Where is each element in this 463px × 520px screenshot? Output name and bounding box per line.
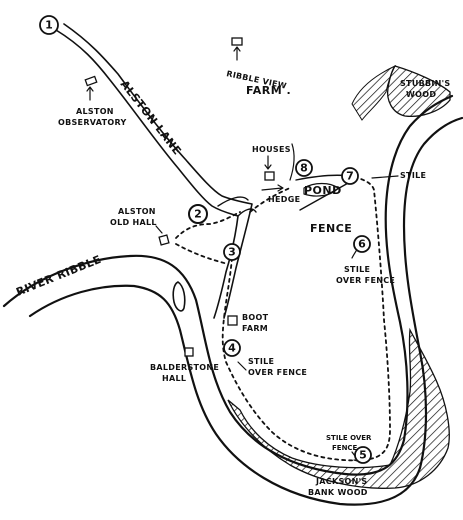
balderstone-hall-building bbox=[184, 347, 194, 357]
svg-text:5: 5 bbox=[359, 449, 367, 462]
stile-over-fence-bottom-label-2: FENCE bbox=[332, 444, 358, 452]
waypoint-5: 5 bbox=[354, 446, 372, 464]
jacksons-bank-wood-area bbox=[227, 327, 450, 489]
jacksons-bank-wood-label-1: JACKSON'S bbox=[315, 477, 367, 486]
waypoint-3: 3 bbox=[223, 243, 241, 261]
pond-label: POND bbox=[304, 184, 342, 197]
svg-text:4: 4 bbox=[228, 342, 236, 355]
alston-old-hall-label-2: OLD HALL bbox=[110, 218, 157, 227]
boot-farm-label-2: FARM bbox=[242, 324, 268, 333]
waypoint-1: 1 bbox=[39, 15, 59, 35]
stile-over-fence-left-label-1: STILE bbox=[248, 357, 274, 366]
svg-text:1: 1 bbox=[45, 19, 53, 32]
waypoint-7: 7 bbox=[341, 167, 359, 185]
waypoint-4: 4 bbox=[223, 339, 241, 357]
ribble-view-farm-label-2: FARM . bbox=[246, 84, 291, 97]
svg-text:7: 7 bbox=[346, 170, 354, 183]
svg-text:2: 2 bbox=[194, 208, 202, 221]
alston-lane bbox=[55, 23, 257, 319]
stile-over-fence-bottom-label-1: STILE OVER bbox=[326, 434, 372, 442]
stubbins-wood-strip bbox=[351, 64, 397, 121]
river-ribble-label: RIVER RIBBLE bbox=[14, 253, 103, 299]
svg-text:8: 8 bbox=[300, 162, 308, 175]
stubbins-wood-label-1: STUBBIN'S bbox=[400, 79, 451, 88]
pond-shape bbox=[303, 182, 339, 197]
houses-building bbox=[264, 171, 275, 181]
boot-farm-label-1: BOOT bbox=[242, 313, 269, 322]
balderstone-hall-label-1: BALDERSTONE bbox=[150, 363, 219, 372]
hedge-label: HEDGE bbox=[268, 195, 300, 204]
stile-over-fence-right-label-1: STILE bbox=[344, 265, 370, 274]
svg-text:6: 6 bbox=[358, 238, 366, 251]
svg-text:3: 3 bbox=[228, 246, 236, 259]
waypoint-8: 8 bbox=[295, 159, 313, 177]
alston-old-hall-building bbox=[158, 234, 170, 246]
alston-lane-label: ALSTON LANE bbox=[118, 78, 184, 158]
ribble-view-farm-building bbox=[231, 37, 243, 46]
stile-over-fence-left-label-2: OVER FENCE bbox=[248, 368, 307, 377]
boot-farm-building bbox=[227, 315, 238, 326]
alston-observatory-label-2: OBSERVATORY bbox=[58, 118, 127, 127]
stubbins-wood-label-2: WOOD bbox=[406, 90, 436, 99]
waypoint-6: 6 bbox=[353, 235, 371, 253]
river-island bbox=[172, 281, 186, 312]
river-ribble bbox=[2, 94, 463, 506]
stile-label-top: STILE bbox=[400, 171, 426, 180]
walking-route bbox=[175, 175, 391, 462]
stile-over-fence-right-label-2: OVER FENCE bbox=[336, 276, 395, 285]
houses-label: HOUSES bbox=[252, 145, 291, 154]
fence-label: FENCE bbox=[310, 222, 352, 235]
waypoint-2: 2 bbox=[188, 204, 208, 224]
alston-observatory-building bbox=[84, 75, 98, 87]
balderstone-hall-label-2: HALL bbox=[162, 374, 186, 383]
alston-old-hall-label-1: ALSTON bbox=[118, 207, 156, 216]
houses-track bbox=[289, 143, 295, 181]
jacksons-bank-wood-label-2: BANK WOOD bbox=[308, 488, 368, 497]
alston-observatory-label-1: ALSTON bbox=[76, 107, 114, 116]
